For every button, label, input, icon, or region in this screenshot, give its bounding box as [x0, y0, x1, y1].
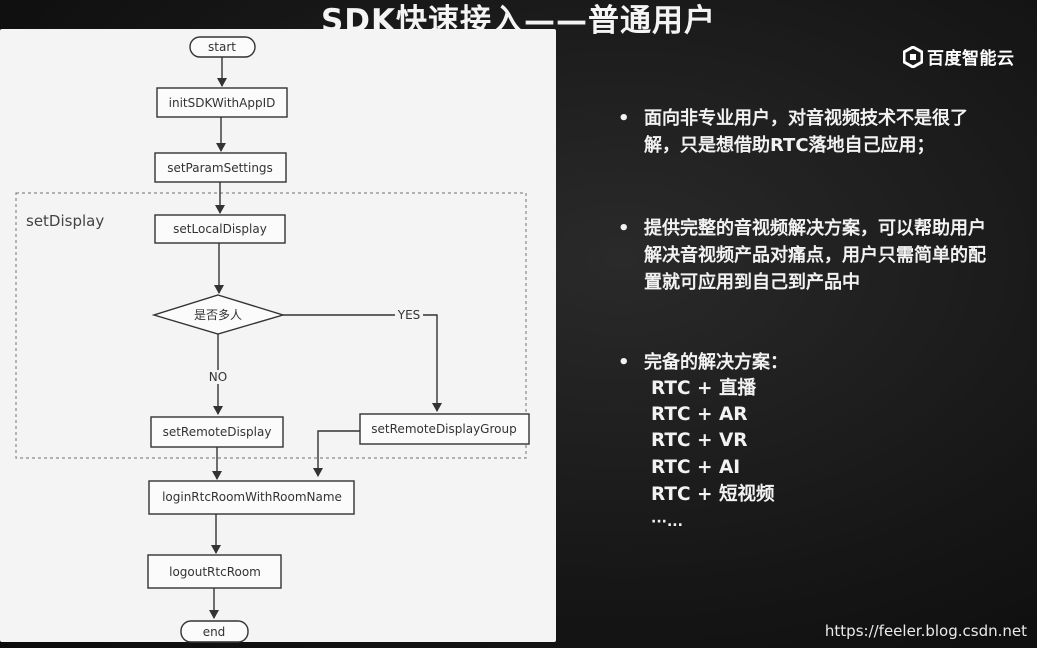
node-init-sdk-label: initSDKWithAppID	[169, 96, 276, 110]
node-init-sdk	[156, 87, 288, 118]
brand-name: 百度智能云	[927, 49, 1015, 69]
no-label: NO	[209, 370, 227, 384]
solution-item: RTC + 短视频	[651, 484, 775, 505]
solution-item: RTC + 直播	[651, 378, 756, 399]
baidu-cloud-logo-icon	[902, 44, 924, 69]
bullet-dot-icon: •	[618, 218, 630, 239]
bullet-dot-icon: •	[618, 108, 630, 129]
brand-logo: 百度智能云	[902, 44, 1015, 69]
node-set-remote-display-group-label: setRemoteDisplayGroup	[371, 422, 516, 436]
node-set-remote-display	[150, 416, 284, 448]
node-set-local-display-label: setLocalDisplay	[173, 222, 267, 236]
node-set-param-settings-label: setParamSettings	[167, 161, 273, 175]
bullet-dot-icon: •	[618, 352, 630, 373]
node-decision-label: 是否多人	[194, 308, 242, 322]
node-login-rtc-room	[148, 480, 355, 515]
node-set-remote-display-group	[359, 413, 530, 445]
setdisplay-group-label: setDisplay	[26, 212, 104, 230]
solution-item: RTC + VR	[651, 430, 748, 451]
solution-item: RTC + AR	[651, 404, 748, 425]
flowchart: setDisplay YES NO start initSDKWithAppID…	[15, 36, 530, 643]
bullet-text: 完备的解决方案：	[644, 352, 788, 373]
node-logout-rtc-room-label: logoutRtcRoom	[169, 565, 261, 579]
bullet-text: 提供完整的音视频解决方案，可以帮助用户解决音视频产品对痛点，用户只需简单的配置就…	[644, 218, 986, 293]
solution-item: ···...	[651, 514, 683, 530]
node-set-remote-display-label: setRemoteDisplay	[163, 425, 272, 439]
node-start	[189, 36, 256, 58]
node-end-label: end	[203, 625, 226, 639]
node-start-label: start	[208, 40, 236, 54]
node-logout-rtc-room	[147, 554, 282, 589]
bullet-text: 面向非专业用户，对音视频技术不是很了解，只是想借助RTC落地自己应用；	[644, 108, 968, 156]
watermark: https://feeler.blog.csdn.net	[824, 622, 1027, 640]
setdisplay-group	[15, 192, 527, 459]
node-end	[180, 620, 249, 643]
node-login-rtc-room-label: loginRtcRoomWithRoomName	[162, 490, 342, 504]
yes-label: YES	[397, 308, 421, 322]
edge-decision-remotegroup	[283, 314, 442, 412]
flowchart-panel	[0, 29, 556, 642]
node-set-local-display	[154, 214, 286, 244]
solution-item: RTC + AI	[651, 457, 741, 478]
node-decision-multi-user	[151, 294, 286, 335]
node-set-param-settings	[154, 152, 287, 183]
edge-remotegroup-login	[313, 430, 360, 477]
